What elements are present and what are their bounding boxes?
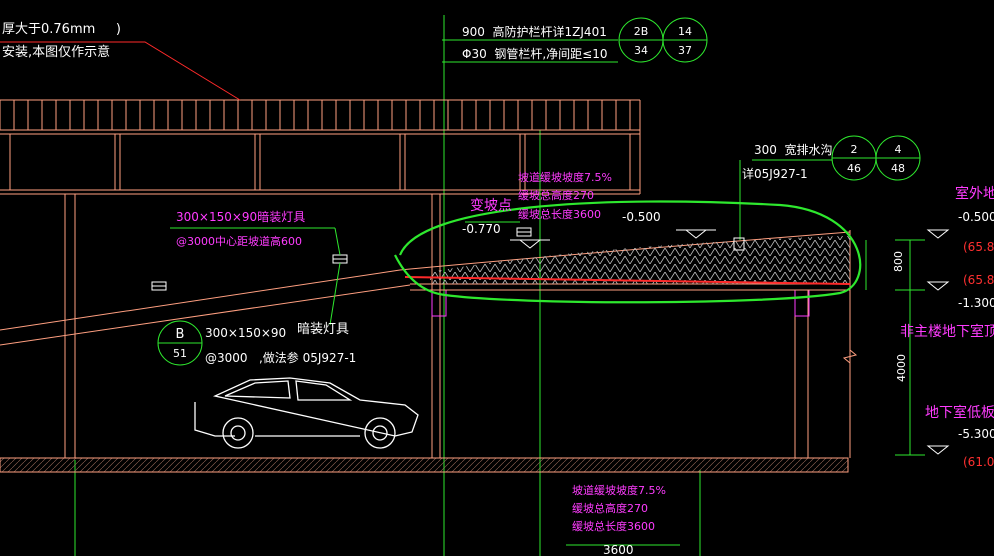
canopy-railing [0,99,641,195]
note-light-bottom-spacing: @3000 ,做法参 05J927-1 [205,350,356,365]
note-slope-top-1: 坡道缓坡坡度7.5% [518,170,612,184]
callout-light-top: B [176,327,185,342]
note-slope-bottom-2: 缓坡总高度270 [572,501,648,515]
dim-4000: 4000 [895,354,908,382]
callout-railing-2-bottom: 37 [678,44,692,57]
leader-lines [170,221,520,326]
magenta-notes: 300×150×90暗装灯具 @3000中心距坡道高600 变坡点 坡道缓坡坡度… [176,170,994,533]
note-light-top: 300×150×90暗装灯具 [176,209,305,224]
callout-circles [157,17,921,366]
elev-1300: -1.300 [958,296,994,310]
callout-drain-1-top: 2 [851,143,858,156]
note-light-top-spacing: @3000中心距坡道高600 [176,234,302,248]
elev-outdoor-abs: (65.80 [963,240,994,254]
dim-800: 800 [892,251,905,272]
note-outdoor: 室外地 [955,185,994,202]
callout-drain-2-bottom: 48 [891,162,905,175]
note-railing-sub: Φ30 钢管栏杆,净间距≤10 [462,46,607,61]
elevation-markers [510,229,950,455]
dim-bottom: 3600 [603,543,634,556]
note-slope-bottom-3: 缓坡总长度3600 [572,519,655,533]
car-icon [194,377,419,449]
drain-grate [733,237,745,251]
note-install: 安装,本图仅作示意 [2,44,110,60]
elev-slope-change: -0.770 [462,222,501,236]
note-drain-title: 300 宽排水沟 [754,142,833,157]
callout-drain-1-bottom: 46 [847,162,861,175]
note-non-main: 非主楼地下室顶 [900,323,994,340]
ramp-hatch [430,236,850,284]
note-basement-low: 地下室低板 [925,404,994,421]
callout-labels: 2B 34 14 37 2 46 4 48 B 51 [173,25,905,360]
note-slope-change: 变坡点 [470,198,512,214]
red-leader [0,41,241,101]
note-slope-top-2: 缓坡总高度270 [518,188,594,202]
callout-railing-1-top: 2B [634,25,649,38]
callout-drain-2-top: 4 [895,143,902,156]
elev-65: (65.80 [963,273,994,287]
note-light-bottom: 300×150×90 [205,326,286,340]
note-concealed-light: 暗装灯具 [297,322,349,337]
floor-slab [0,457,849,473]
elev-61: (61.00 [963,455,994,469]
white-notes: 厚大于0.76mm ) 安装,本图仅作示意 900 高防护栏杆详1ZJ401 Φ… [2,22,994,556]
elev-5300: -5.300 [958,427,994,441]
callout-light-bottom: 51 [173,347,187,360]
note-slope-top-3: 缓坡总长度3600 [518,207,601,221]
note-thickness: 厚大于0.76mm ) [2,22,121,37]
columns [64,194,858,458]
note-railing-title: 900 高防护栏杆详1ZJ401 [462,24,607,39]
note-slope-bottom-1: 坡道缓坡坡度7.5% [572,483,666,497]
revision-cloud [394,200,862,304]
note-drain-ref: 详05J927-1 [742,166,808,181]
red-section-line [404,276,851,285]
callout-railing-1-bottom: 34 [634,44,648,57]
callout-railing-2-top: 14 [678,25,692,38]
elev-mid: -0.500 [622,210,661,224]
elev-outdoor: -0.500 [958,210,994,224]
dimension-lines [74,15,925,556]
